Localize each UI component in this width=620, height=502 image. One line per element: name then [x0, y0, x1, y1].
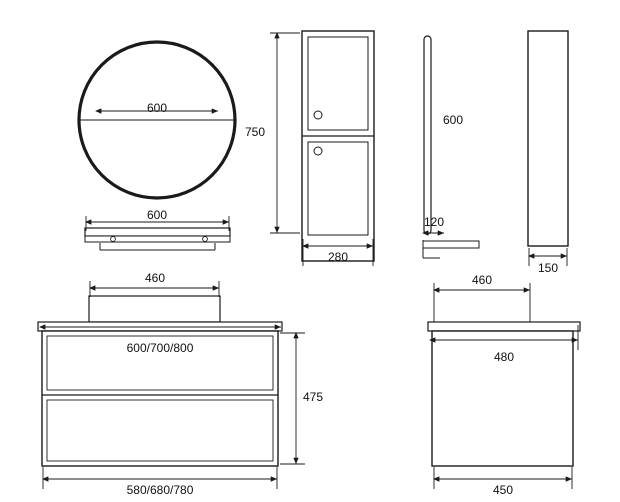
vanity-side-view — [427, 321, 581, 467]
tall-cabinet-front-view — [301, 30, 375, 262]
label-body-depth: 450 — [492, 483, 514, 497]
label-cabinet-height: 750 — [245, 125, 266, 139]
label-body-height: 475 — [303, 390, 324, 404]
label-cabinet-width: 280 — [327, 250, 349, 264]
label-cabinet-side-height: 600 — [443, 113, 464, 127]
label-top-width: 600/700/800 — [126, 341, 194, 355]
label-mirror-diameter: 600 — [146, 101, 168, 115]
panel-depth-dimension — [528, 248, 568, 266]
label-mirror-side-width: 600 — [146, 208, 168, 222]
label-basin-width: 460 — [144, 271, 166, 285]
cabinet-width-dimension — [302, 239, 374, 266]
label-cabinet-side-depth: 120 — [423, 215, 445, 229]
mirror-side-view — [84, 227, 231, 251]
body-depth-dimension — [433, 467, 573, 489]
mirror-side-width-dimension — [85, 216, 230, 231]
round-mirror-view — [77, 40, 237, 200]
label-top-depth: 460 — [471, 273, 493, 287]
cabinet-height-dimension — [270, 32, 300, 234]
cabinet-side-bracket — [422, 240, 480, 259]
vanity-front-view — [37, 295, 283, 467]
body-height-dimension — [280, 332, 305, 465]
tall-cabinet-side-view — [423, 35, 432, 235]
label-basin-depth: 480 — [493, 350, 515, 364]
label-panel-depth: 150 — [537, 261, 559, 275]
top-depth-dimension — [433, 283, 531, 322]
basin-depth-dimension — [429, 325, 579, 350]
body-width-dimension — [42, 467, 278, 489]
tall-panel-view — [527, 30, 569, 247]
label-body-width: 580/680/780 — [126, 483, 194, 497]
basin-width-dimension — [89, 281, 220, 297]
